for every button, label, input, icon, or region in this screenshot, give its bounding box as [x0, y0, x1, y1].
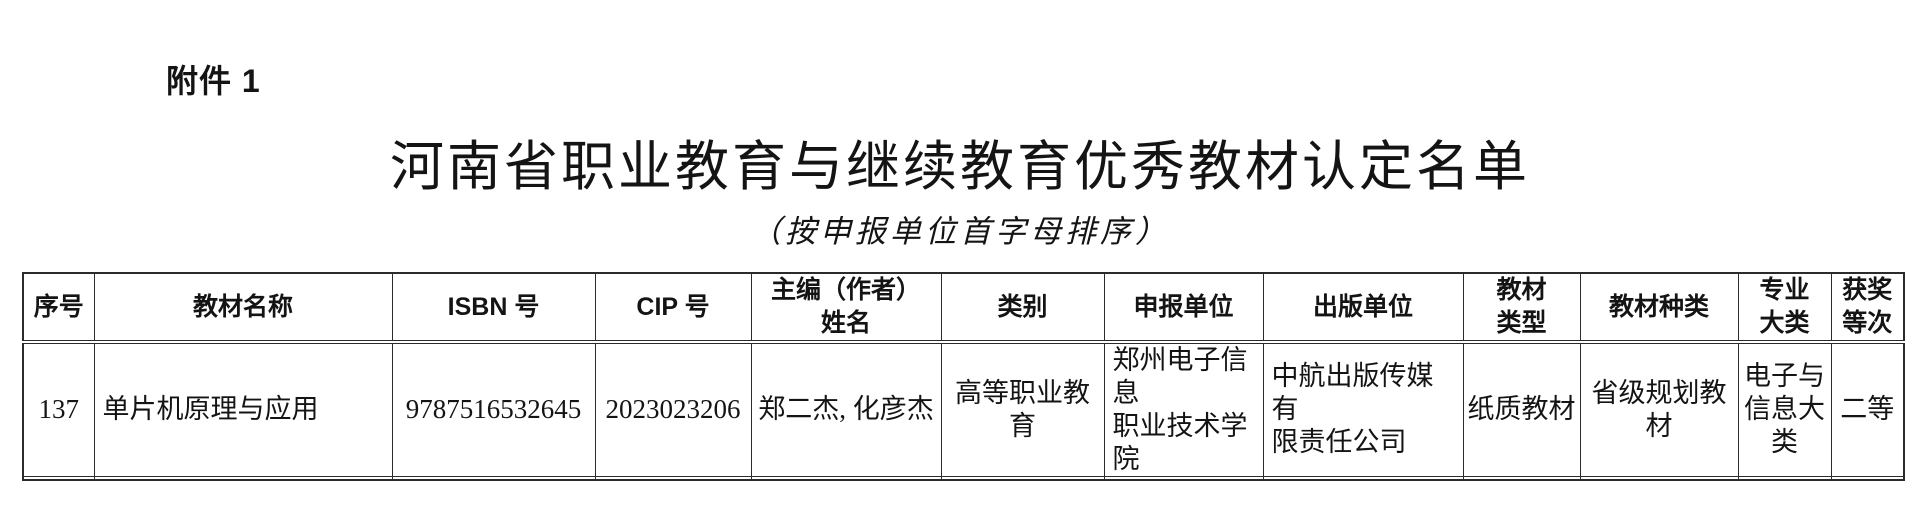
col-header-isbn-number: ISBN 号 [391, 272, 596, 344]
cell-category: 高等职业教育 [940, 341, 1105, 477]
col-header-material-type: 教材 类型 [1462, 272, 1581, 344]
cell-isbn-number: 9787516532645 [391, 341, 596, 477]
cropped-next-row [22, 475, 1905, 481]
cell-textbook-name: 单片机原理与应用 [93, 341, 393, 477]
col-header-cip-number: CIP 号 [594, 272, 752, 344]
cell-major-category: 电子与 信息大 类 [1737, 341, 1832, 477]
cell-publisher-unit: 中航出版传媒有 限责任公司 [1262, 341, 1464, 477]
col-header-textbook-name: 教材名称 [93, 272, 393, 344]
cell-applicant-unit: 郑州电子信息 职业技术学院 [1103, 341, 1264, 477]
textbook-table: 序号 教材名称 ISBN 号 CIP 号 主编（作者） 姓名 类别 申报单位 出… [22, 272, 1905, 482]
cell-material-type: 纸质教材 [1462, 341, 1581, 477]
col-header-serial-number: 序号 [22, 272, 95, 344]
col-header-award-level: 获奖 等次 [1830, 272, 1905, 344]
cell-serial-number: 137 [22, 341, 95, 477]
cell-cip-number: 2023023206 [594, 341, 752, 477]
attachment-label: 附件 1 [166, 63, 261, 99]
table-row: 137 单片机原理与应用 9787516532645 2023023206 郑二… [22, 341, 1905, 477]
col-header-category: 类别 [940, 272, 1105, 344]
document-title: 河南省职业教育与继续教育优秀教材认定名单 [390, 137, 1530, 197]
col-header-chief-editor-name: 主编（作者） 姓名 [750, 272, 942, 344]
col-header-applicant-unit: 申报单位 [1103, 272, 1264, 344]
recognition-list-table: 序号 教材名称 ISBN 号 CIP 号 主编（作者） 姓名 类别 申报单位 出… [22, 272, 1905, 482]
col-header-publisher-unit: 出版单位 [1262, 272, 1464, 344]
cell-chief-editor-name: 郑二杰, 化彦杰 [750, 341, 942, 477]
document-subtitle: （按申报单位首字母排序） [750, 214, 1170, 249]
cell-material-kind: 省级规划教材 [1579, 341, 1739, 477]
cell-award-level: 二等 [1830, 341, 1905, 477]
col-header-major-category: 专业 大类 [1737, 272, 1832, 344]
col-header-material-kind: 教材种类 [1579, 272, 1739, 344]
table-header-row: 序号 教材名称 ISBN 号 CIP 号 主编（作者） 姓名 类别 申报单位 出… [22, 272, 1905, 344]
